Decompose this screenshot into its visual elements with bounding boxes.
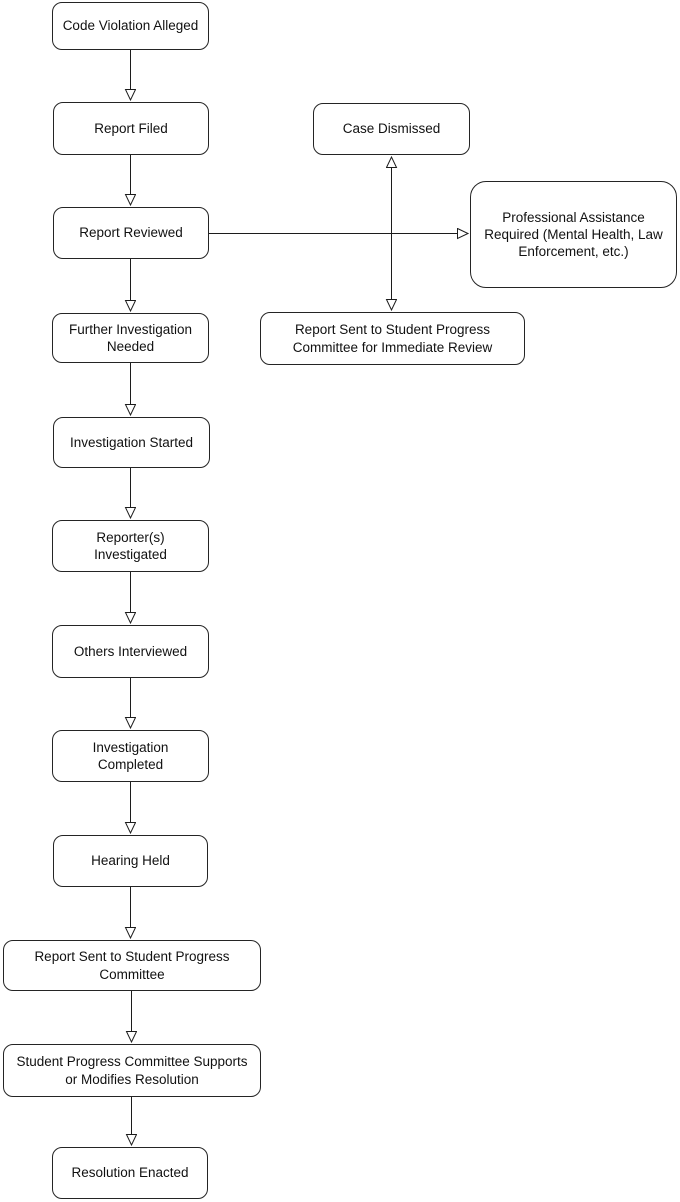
node-report-sent-to-spc-immediate-review: Report Sent to Student Progress Committe… <box>260 312 525 365</box>
node-investigation-started: Investigation Started <box>53 417 210 468</box>
node-report-sent-to-spc: Report Sent to Student Progress Committe… <box>3 940 261 991</box>
node-reporters-investigated: Reporter(s) Investigated <box>52 520 209 572</box>
node-report-reviewed: Report Reviewed <box>53 207 209 259</box>
node-code-violation-alleged: Code Violation Alleged <box>52 2 209 50</box>
node-further-investigation-needed: Further Investigation Needed <box>52 313 209 363</box>
node-spc-supports-or-modifies: Student Progress Committee Supports or M… <box>3 1044 261 1097</box>
node-case-dismissed: Case Dismissed <box>313 103 470 155</box>
node-resolution-enacted: Resolution Enacted <box>52 1147 208 1199</box>
node-investigation-completed: Investigation Completed <box>52 730 209 782</box>
node-others-interviewed: Others Interviewed <box>52 625 209 678</box>
node-hearing-held: Hearing Held <box>53 835 208 887</box>
node-professional-assistance-required: Professional Assistance Required (Mental… <box>470 181 677 288</box>
node-report-filed: Report Filed <box>53 102 209 155</box>
